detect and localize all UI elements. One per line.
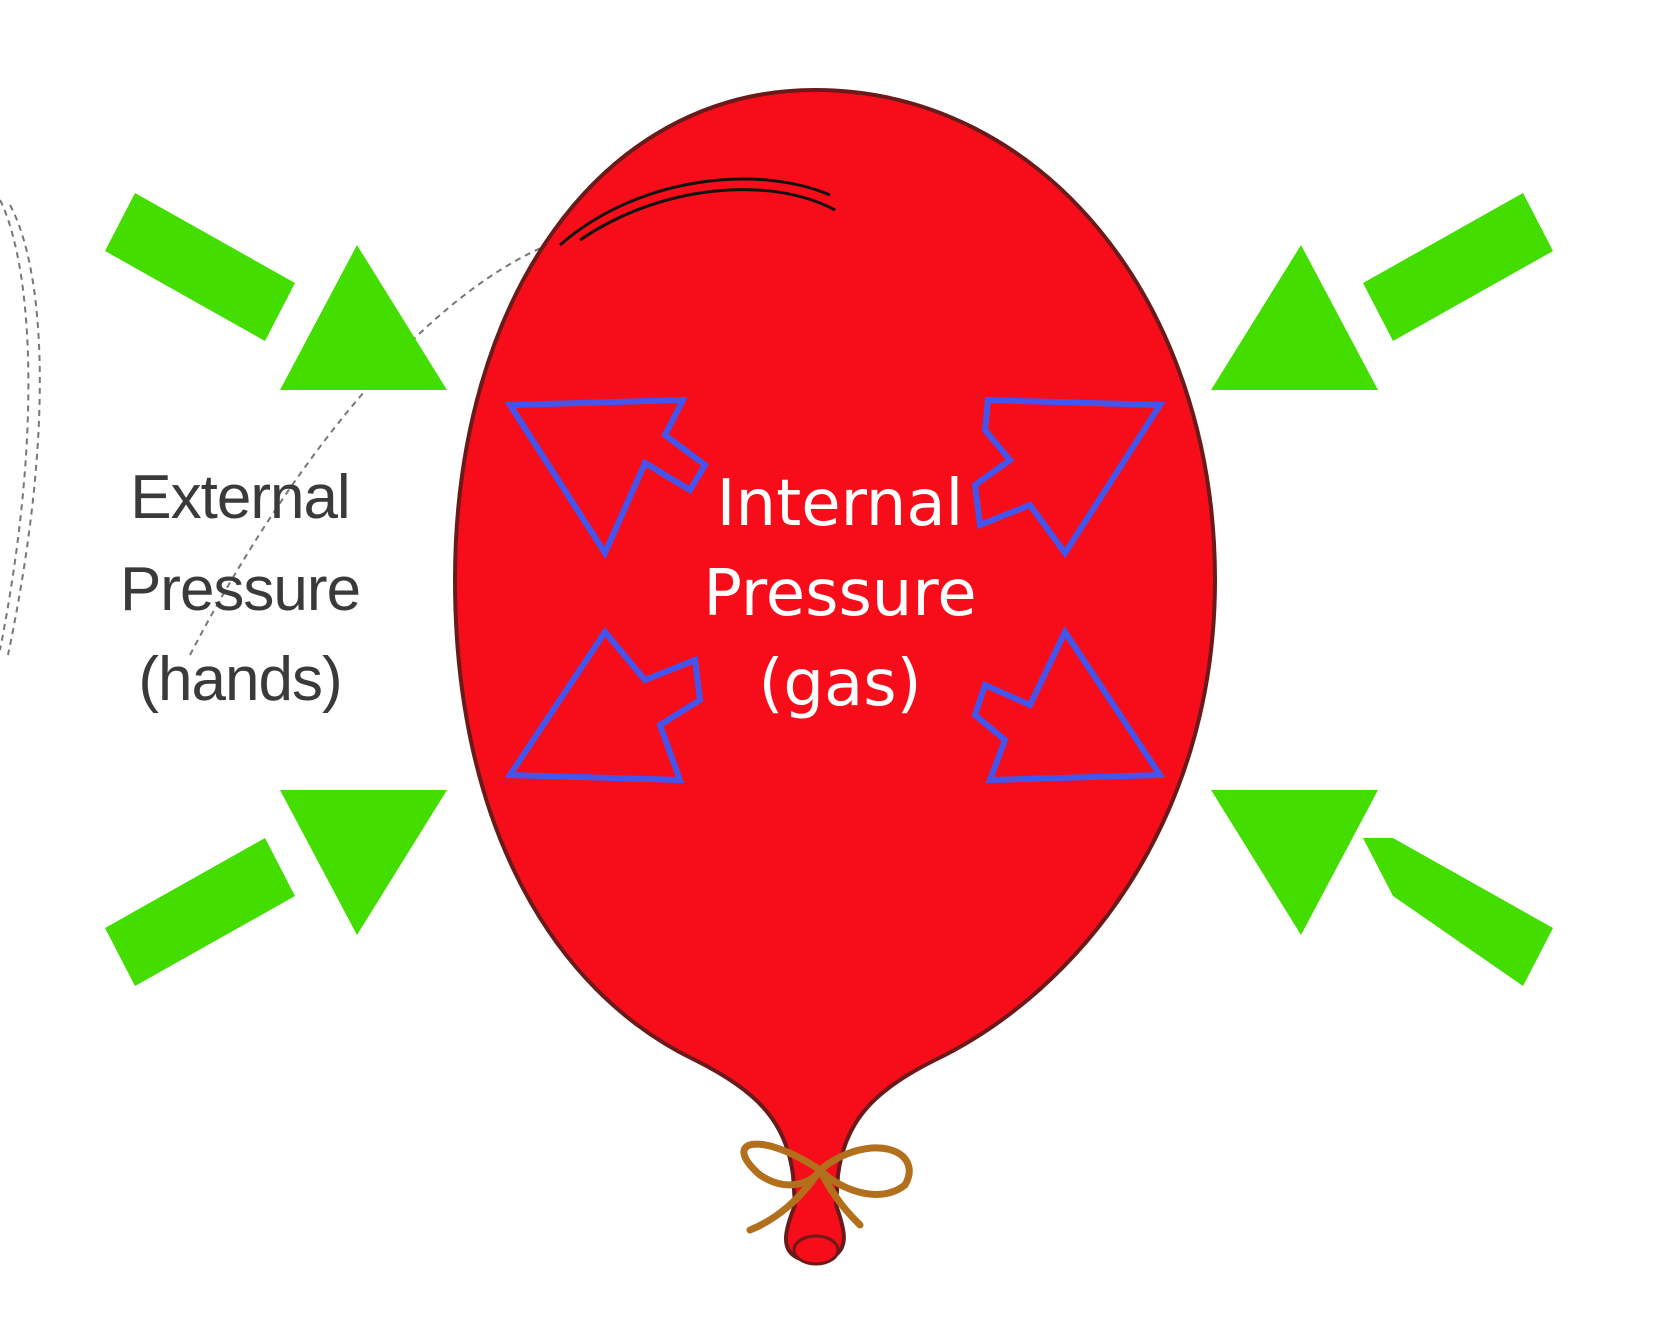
balloon-knot bbox=[792, 1234, 840, 1266]
external-arrow-top-right-head bbox=[1211, 245, 1378, 390]
internal-label-line2: Pressure bbox=[703, 557, 976, 631]
external-label-line3: (hands) bbox=[138, 645, 341, 714]
internal-arrow-bottom-right bbox=[971, 625, 1166, 784]
internal-arrows bbox=[504, 396, 1166, 784]
internal-label-line1: Internal bbox=[717, 467, 964, 541]
external-arrows bbox=[105, 193, 1553, 986]
external-arrow-top-left bbox=[105, 193, 295, 341]
external-arrow-bottom-left-head bbox=[280, 790, 447, 935]
external-label-line1: External bbox=[130, 463, 349, 532]
internal-label: Internal Pressure (gas) bbox=[703, 467, 976, 721]
internal-arrow-bottom-left bbox=[504, 626, 704, 784]
string-bow bbox=[740, 1140, 913, 1234]
internal-arrow-top-left bbox=[504, 396, 709, 560]
internal-arrow-top-right bbox=[971, 396, 1166, 559]
balloon-highlight bbox=[559, 177, 836, 247]
external-arrow-bottom-right-head bbox=[1211, 790, 1378, 935]
external-label-line2: Pressure bbox=[120, 555, 360, 624]
internal-label-line3: (gas) bbox=[758, 647, 921, 721]
external-arrow-bottom-left bbox=[105, 838, 295, 986]
external-arrow-top-left-head bbox=[280, 245, 447, 390]
external-arrow-bottom-right bbox=[1363, 838, 1553, 986]
external-label: External Pressure (hands) bbox=[120, 463, 361, 714]
external-arrow-top-right bbox=[1363, 193, 1553, 341]
